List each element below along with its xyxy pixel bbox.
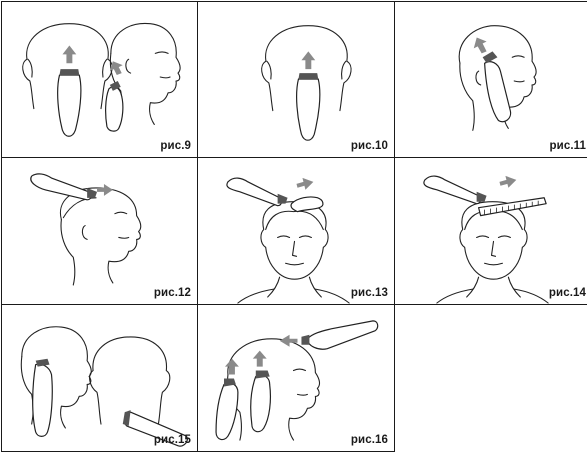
figure-16-illustration bbox=[198, 305, 394, 451]
figure-10-illustration bbox=[198, 2, 394, 157]
figure-14-illustration bbox=[395, 158, 587, 304]
figure-11: рис.11 bbox=[395, 1, 587, 158]
empty-cell bbox=[395, 305, 587, 452]
figure-9: рис.9 bbox=[1, 1, 198, 158]
figure-13-caption: рис.13 bbox=[351, 287, 388, 299]
figure-11-illustration bbox=[395, 2, 587, 157]
figure-12-caption: рис.12 bbox=[154, 287, 191, 299]
figure-15: рис.15 bbox=[1, 305, 198, 452]
figure-9-caption: рис.9 bbox=[160, 140, 191, 152]
figure-15-caption: рис.15 bbox=[154, 434, 191, 446]
figure-16-caption: рис.16 bbox=[351, 434, 388, 446]
figure-15-illustration bbox=[2, 305, 197, 451]
figure-14-caption: рис.14 bbox=[549, 287, 586, 299]
figure-14: рис.14 bbox=[395, 158, 587, 305]
figure-10-caption: рис.10 bbox=[351, 140, 388, 152]
figure-12: рис.12 bbox=[1, 158, 198, 305]
figure-9-illustration bbox=[2, 2, 197, 157]
figure-16: рис.16 bbox=[198, 305, 395, 452]
figure-13-illustration bbox=[198, 158, 394, 304]
figure-12-illustration bbox=[2, 158, 197, 304]
figure-13: рис.13 bbox=[198, 158, 395, 305]
figure-10: рис.10 bbox=[198, 1, 395, 158]
figure-11-caption: рис.11 bbox=[550, 140, 586, 152]
